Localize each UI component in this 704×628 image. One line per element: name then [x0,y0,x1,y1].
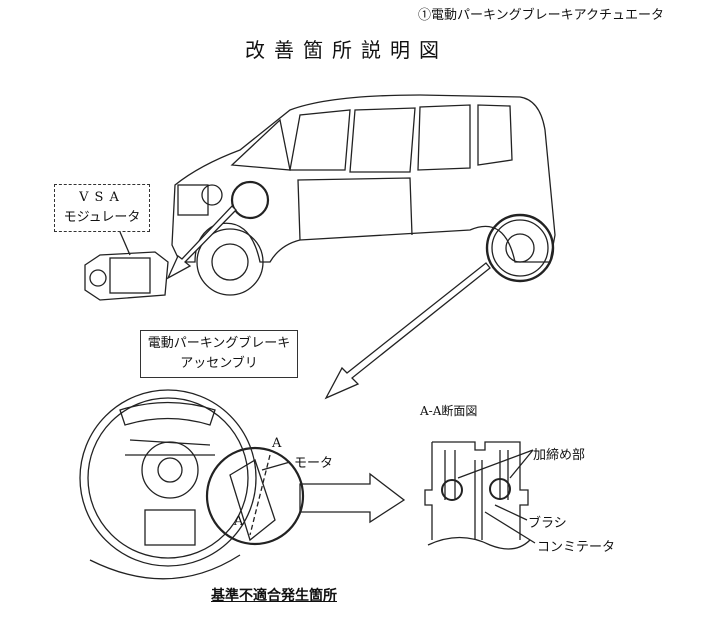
page-title: 改善箇所説明図 [245,38,448,62]
arrow-to-vsa-icon [166,205,237,280]
motor-highlight-circle [205,446,305,546]
section-marker-a-top: A [272,436,282,451]
assembly-label: アッセンブリ [180,356,258,371]
epb-label: 電動パーキングブレーキ [147,336,291,351]
motor-label: モータ [294,456,334,471]
document-caption: ①電動パーキングブレーキアクチュエータ [418,8,664,23]
crimp-circle-right [489,478,511,500]
brake-assembly-illustration [79,389,257,580]
arrow-to-section-icon [299,472,406,524]
section-view-label: A-A断面図 [420,404,478,418]
rear-wheel-highlight-circle [485,213,555,283]
vsa-module-illustration [84,251,169,301]
epb-assembly-label-box: 電動パーキングブレーキ アッセンブリ [140,330,298,378]
vsa-modulator-label-box: VSA モジュレータ [54,184,150,232]
crimp-circle-left [441,479,463,501]
section-view-illustration [424,441,531,550]
brush-label: ブラシ [528,516,567,531]
arrow-to-brake-icon [324,262,491,400]
section-marker-a-bottom: A [234,514,244,529]
car-illustration [171,94,556,296]
front-highlight-circle [230,180,270,220]
defect-location-label: 基準不適合発生箇所 [211,588,337,604]
vsa-label: VSA [79,190,125,205]
crimp-label: 加締め部 [533,448,586,463]
modulator-label: モジュレータ [63,210,141,225]
commutator-label: コンミテータ [537,540,616,555]
